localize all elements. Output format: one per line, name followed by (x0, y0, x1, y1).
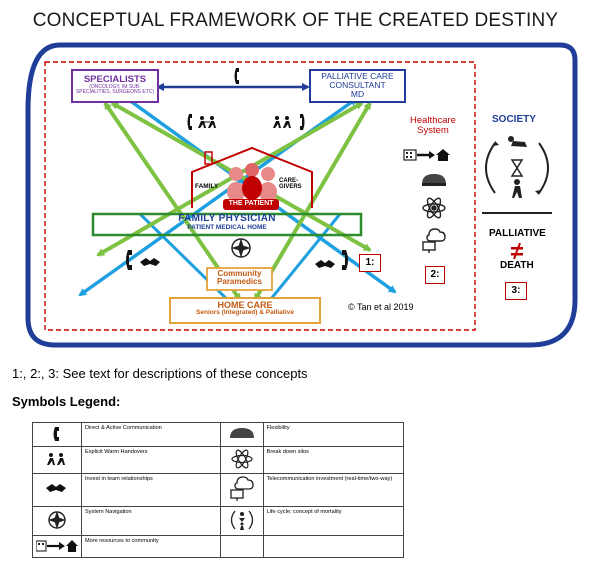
legend-row: System Navigation Life cycle; concept of… (32, 506, 405, 536)
death-label: DEATH (500, 260, 534, 271)
marker-3: 3: (505, 282, 527, 300)
helmet-icon (422, 174, 446, 186)
caregivers-label: CARE- GIVERS (279, 178, 302, 190)
home-care-subtitle: Seniors (Integrated) & Palliative (196, 309, 294, 317)
diagram-title: CONCEPTUAL FRAMEWORK OF THE CREATED DEST… (32, 10, 559, 31)
legend-text (262, 535, 405, 558)
hospital-to-home-icon (36, 539, 78, 552)
handover-icon (47, 452, 65, 465)
lifecycle-icon (485, 136, 549, 198)
dashed-boundary (44, 61, 476, 331)
palliative-consultant-label: PALLIATIVE CARE CONSULTANT MD (310, 72, 405, 99)
marker-1: 1: (359, 254, 381, 272)
legend-row: Direct & Active Communication Flexibilit… (32, 422, 405, 447)
legend-title: Symbols Legend: (12, 394, 121, 409)
legend-icon-cell (220, 506, 264, 536)
specialists-subtitle: (ONCOLOGY, IM SUB-SPECIALITIES, SURGEONS… (75, 83, 155, 96)
healthcare-system-label: Healthcare System (393, 115, 473, 137)
legend-text: Telecommunication investment (real-time/… (262, 473, 405, 507)
legend-icon-cell (32, 506, 82, 536)
system-line: System (417, 125, 449, 137)
legend-icon-cell (220, 473, 264, 507)
legend-text: More resources to community (80, 535, 222, 558)
healthcare-line: Healthcare (410, 115, 456, 126)
handshake-icon (140, 258, 160, 266)
compass-icon (231, 238, 251, 258)
caregivers-line1: CARE- (279, 178, 298, 184)
phone-icon (342, 250, 348, 270)
legend-icon-cell (32, 446, 82, 474)
legend-row: Explicit Warm Handovers Break down silos (32, 446, 405, 474)
concepts-note: 1:, 2:, 3: See text for descriptions of … (12, 366, 308, 381)
phone-icon (126, 250, 132, 270)
patient-house (191, 146, 313, 210)
compass-icon (48, 511, 66, 529)
atom-icon (231, 449, 253, 469)
community-line: Community (217, 269, 262, 278)
helmet-icon (230, 427, 255, 438)
home-care-title: HOME CARE (217, 300, 273, 310)
legend-text: Life cycle; concept of mortality (262, 506, 405, 536)
family-physician-box (91, 212, 363, 237)
hospital-to-home-icon (403, 149, 450, 161)
phone-icon (234, 68, 239, 84)
community-paramedics-box (206, 267, 273, 291)
phone-icon (187, 114, 192, 130)
lifecycle-icon (230, 510, 254, 530)
legend-icon-cell (220, 422, 264, 447)
legend-text: Break down silos (262, 446, 405, 474)
handshake-icon (315, 260, 335, 268)
green-arrow-cross-2 (96, 101, 364, 257)
home-care-label: HOME CARE Seniors (Integrated) & Palliat… (170, 300, 320, 317)
family-label: FAMILY (195, 183, 219, 190)
framework-diagram (25, 42, 578, 348)
legend-row: Invest in team relationships Telecommuni… (32, 473, 405, 507)
phone-icon (53, 426, 59, 441)
legend-text: Explicit Warm Handovers (80, 446, 222, 474)
patient-label: THE PATIENT (228, 200, 274, 207)
marker-2: 2: (425, 266, 445, 284)
legend-icon-cell (32, 422, 82, 447)
telecom-icon (230, 476, 254, 501)
handshake-icon (46, 484, 66, 492)
palliative-line1: PALLIATIVE CARE (321, 71, 394, 81)
atom-icon (422, 197, 446, 219)
symbols-legend-table: Direct & Active Communication Flexibilit… (32, 422, 405, 558)
home-care-box (169, 297, 321, 324)
phone-icon (300, 114, 305, 130)
handover-icon (198, 116, 216, 128)
legend-icon-cell (220, 446, 264, 474)
paramedics-line: Paramedics (217, 277, 262, 287)
outer-frame (25, 42, 578, 348)
community-paramedics-label: Community Paramedics (207, 269, 272, 287)
family-physician-label: FAMILY PHYSICIAN PATIENT MEDICAL HOME (93, 213, 361, 231)
legend-row: More resources to community (32, 535, 405, 558)
not-equal-icon (511, 242, 523, 260)
specialists-label: SPECIALISTS (ONCOLOGY, IM SUB-SPECIALITI… (72, 75, 158, 95)
palliative-line2: CONSULTANT (329, 79, 386, 90)
palliative-consultant-box (309, 69, 406, 103)
legend-text: System Navigation (80, 506, 222, 536)
specialists-title: SPECIALISTS (83, 74, 147, 85)
palliative-label: PALLIATIVE (489, 228, 546, 239)
family-physician-subtitle: PATIENT MEDICAL HOME (187, 223, 267, 231)
legend-text: Direct & Active Communication (80, 422, 222, 447)
caregivers-line2: GIVERS (279, 184, 302, 190)
society-label: SOCIETY (492, 114, 536, 125)
legend-text: Invest in team relationships (80, 473, 222, 507)
family-physician-title: FAMILY PHYSICIAN (178, 213, 276, 224)
copyright-text: © Tan et al 2019 (348, 302, 414, 312)
handover-icon (273, 116, 291, 128)
legend-icon-cell (32, 473, 82, 507)
telecom-icon (422, 228, 446, 253)
palliative-line3: MD (350, 88, 365, 99)
legend-icon-cell (220, 535, 264, 558)
legend-text: Flexibility (262, 422, 405, 447)
specialists-box (71, 69, 159, 103)
legend-icon-cell (32, 535, 82, 558)
